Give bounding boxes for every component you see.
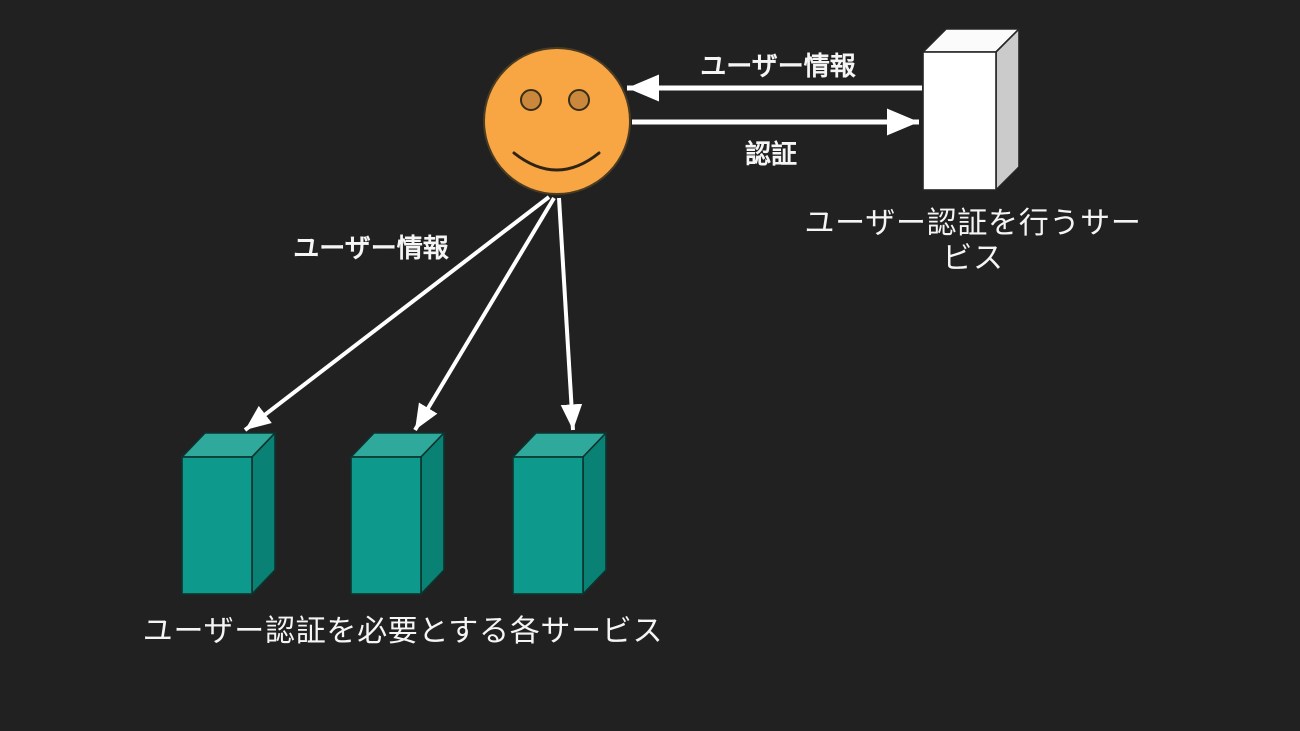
label-user-info-top: ユーザー情報 <box>700 51 856 81</box>
service-1-side-face <box>251 431 276 596</box>
arrow-user-info-to-service-2 <box>413 196 556 432</box>
label-auth-service-line-1: ユーザー認証を行うサー <box>804 207 1142 240</box>
label-services: ユーザー認証を必要とする各サービス <box>142 615 664 648</box>
service-2-side-face <box>420 431 445 596</box>
service-3-front-face <box>512 456 584 595</box>
service-server-icon-2 <box>349 431 446 596</box>
arrow-user-info-to-service-1 <box>243 195 551 432</box>
service-server-icon-1 <box>180 431 277 596</box>
user-smile <box>512 151 601 172</box>
service-1-front-face <box>181 456 253 595</box>
user-eye-left <box>520 89 542 111</box>
label-auth-service-line-2: ビス <box>942 242 1004 275</box>
service-3-side-face <box>582 431 607 596</box>
auth-server-side-face <box>995 27 1020 192</box>
label-auth: 認証 <box>744 139 798 169</box>
label-auth-service: ユーザー認証を行うサー ビス <box>804 206 1141 276</box>
auth-server-icon <box>921 27 1021 192</box>
label-user-info-left: ユーザー情報 <box>293 233 449 263</box>
user-smiley-icon <box>483 47 631 195</box>
service-2-front-face <box>350 456 422 595</box>
user-eye-right <box>568 89 590 111</box>
user-face <box>483 47 631 195</box>
service-server-icon-3 <box>511 431 608 596</box>
arrow-user-info-to-service-3 <box>557 197 583 431</box>
auth-server-front-face <box>922 51 997 191</box>
